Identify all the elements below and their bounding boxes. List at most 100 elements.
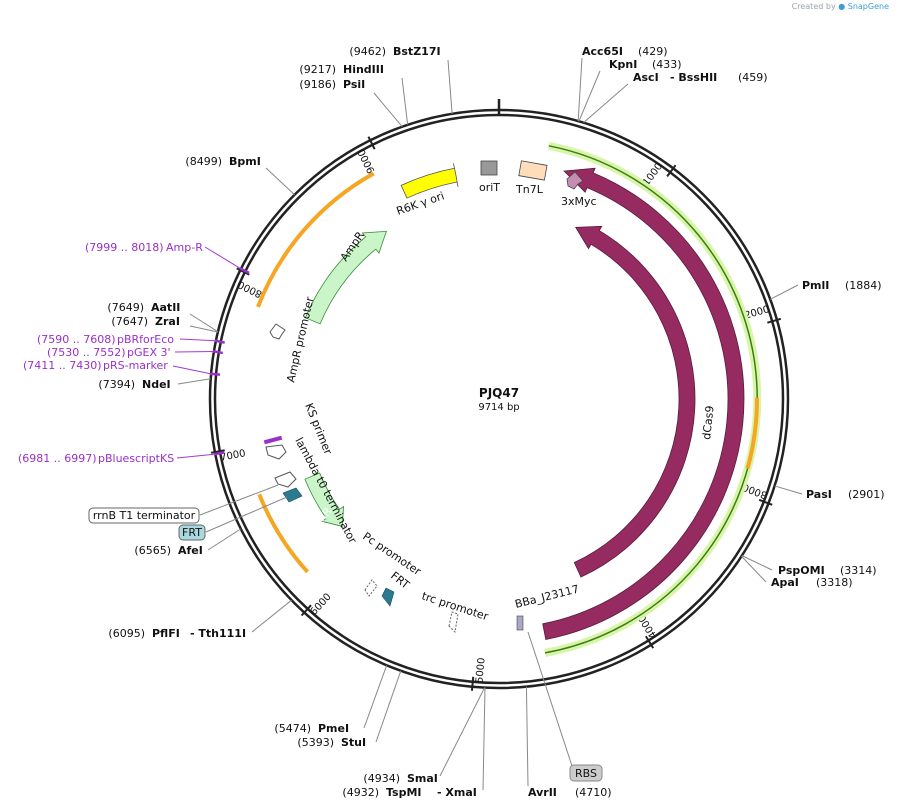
leader-avrii <box>525 686 529 787</box>
site-bstz17i[interactable]: BstZ17I <box>393 45 441 58</box>
rbs-box-label[interactable]: RBS <box>575 767 597 780</box>
orf-ampr <box>256 171 375 308</box>
leader-rrnb <box>199 484 279 516</box>
plasmid-name: PJQ47 <box>479 386 519 400</box>
orit-label[interactable]: oriT <box>479 181 500 194</box>
leader-rbs <box>527 631 573 767</box>
primer-range: (7411 .. 7430) <box>23 359 102 372</box>
pc-promoter-label[interactable]: Pc promoter <box>360 530 423 579</box>
site-pos: (2901) <box>848 488 885 501</box>
leader-tspmi <box>482 687 486 791</box>
r6k-label[interactable]: R6K γ ori <box>395 189 446 217</box>
tick-label: 8000 <box>236 278 264 299</box>
site-pos: (6095) <box>108 627 145 640</box>
primer-pbrforeco-mark <box>214 339 225 344</box>
rbs-box <box>569 764 603 782</box>
primer-amp-r[interactable]: Amp-R <box>166 241 203 254</box>
site-psii[interactable]: PsiI <box>343 78 365 91</box>
frt-box-label[interactable]: FRT <box>182 526 202 539</box>
snapgene-logo-icon: ● <box>838 2 846 11</box>
primer-prs-marker[interactable]: pRS-marker <box>103 359 168 372</box>
site-acc65i[interactable]: Acc65I <box>582 45 623 58</box>
site-tth111i[interactable]: - Tth111I <box>190 627 246 640</box>
leader-pmei <box>363 665 388 729</box>
site-pos: (5474) <box>274 722 311 735</box>
site-pos: (3314) <box>840 564 877 577</box>
site-pos: (7394) <box>98 378 135 391</box>
ampr-promoter-label[interactable]: AmpR promoter <box>284 295 316 384</box>
site-apai[interactable]: ApaI <box>771 576 799 589</box>
primer-pbrforeco[interactable]: pBRforEco <box>117 333 174 346</box>
primer-prs-mark <box>209 372 221 376</box>
site-pos: (4934) <box>363 772 400 785</box>
leader-amp-r <box>204 246 242 270</box>
site-pos: (3318) <box>816 576 853 589</box>
myc-label[interactable]: 3xMyc <box>561 195 597 208</box>
pc-promoter-arrow <box>364 579 378 597</box>
leader-pflfi <box>251 599 292 633</box>
site-avrii[interactable]: AvrII <box>528 786 557 799</box>
leader-pspomi <box>741 555 773 571</box>
leader-pasi <box>774 485 803 495</box>
credit-name: SnapGene <box>847 2 889 11</box>
site-afei[interactable]: AfeI <box>178 544 203 557</box>
site-pspomi[interactable]: PspOMI <box>778 564 825 577</box>
site-zrai[interactable]: ZraI <box>155 315 180 328</box>
tick-mark <box>300 604 312 617</box>
leader-stui <box>375 670 402 743</box>
rrnb-box <box>88 507 200 524</box>
lambda-arrow <box>274 471 297 488</box>
primer-pbluescriptks[interactable]: pBluescriptKS <box>98 452 174 465</box>
site-tspmi[interactable]: TspMI <box>386 786 422 799</box>
site-bpmi[interactable]: BpmI <box>229 155 261 168</box>
site-ndei[interactable]: NdeI <box>142 378 171 391</box>
site-pasi[interactable]: PasI <box>806 488 832 501</box>
site-pflfi[interactable]: PflFI <box>152 627 180 640</box>
tn7l-label[interactable]: Tn7L <box>515 183 544 196</box>
leader-acc65i <box>577 57 583 122</box>
features-layer <box>209 141 762 657</box>
site-pos: (8499) <box>185 155 222 168</box>
dcas9-label[interactable]: dCas9 <box>700 405 716 440</box>
primer-pgex3[interactable]: pGEX 3' <box>127 346 171 359</box>
site-hindiii[interactable]: HindIII <box>343 63 384 76</box>
tick-mark <box>767 317 782 324</box>
primer-range: (7590 .. 7608) <box>37 333 116 346</box>
site-pos: (4932) <box>342 786 379 799</box>
tick-label: 6000 <box>309 592 334 618</box>
site-kpni[interactable]: KpnI <box>609 58 637 71</box>
gmr-arrow <box>304 472 345 527</box>
leader-kpni <box>578 70 601 122</box>
cas9-label[interactable]: Cas9 <box>664 408 680 436</box>
r6k-ori <box>400 163 459 199</box>
leader-ndei <box>177 378 211 385</box>
site-aatii[interactable]: AatII <box>151 301 180 314</box>
site-pmei[interactable]: PmeI <box>318 722 349 735</box>
site-stui[interactable]: StuI <box>341 736 366 749</box>
site-xmai[interactable]: - XmaI <box>437 786 477 799</box>
site-bsshii[interactable]: - BssHII <box>670 71 717 84</box>
primer-pgex-mark <box>212 350 224 355</box>
site-asci[interactable]: AscI <box>633 71 659 84</box>
site-pos: (9186) <box>299 78 336 91</box>
site-smai[interactable]: SmaI <box>407 772 438 785</box>
ampr-arrow <box>304 230 387 325</box>
frt-box <box>178 524 206 541</box>
leader-pbrforeco <box>179 338 216 342</box>
tick-mark <box>470 676 475 691</box>
tick-mark <box>236 267 250 276</box>
rrnb-box-label[interactable]: rrnB T1 terminator <box>93 509 196 522</box>
primer-amp-r-mark <box>239 267 250 274</box>
trc-promoter-arrow <box>448 611 459 634</box>
tick-mark <box>758 498 773 506</box>
leader-frt <box>205 496 288 533</box>
cas9-arrow <box>573 225 696 578</box>
leader-zrai <box>189 325 218 333</box>
site-pmli[interactable]: PmlI <box>802 279 829 292</box>
tick-mark <box>367 136 376 150</box>
snapgene-credit: Created by ● SnapGene <box>792 2 889 11</box>
site-pos: (5393) <box>297 736 334 749</box>
site-pos: (429) <box>638 45 668 58</box>
leader-psii <box>373 92 403 128</box>
bba-label[interactable]: BBa_J23117 <box>514 582 581 610</box>
